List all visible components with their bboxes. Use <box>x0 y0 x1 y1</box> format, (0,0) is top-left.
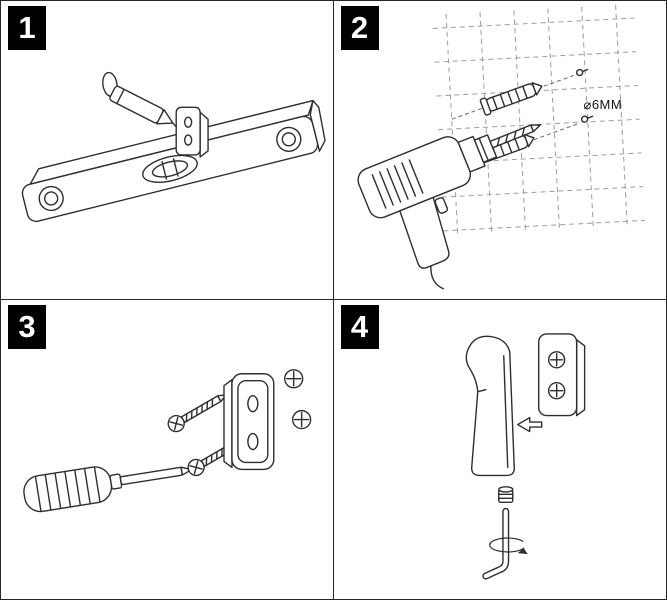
pencil-icon <box>102 71 178 128</box>
wall-bracket-icon <box>175 106 209 158</box>
set-screw-icon <box>497 486 513 504</box>
step3-illustration <box>23 369 312 513</box>
step2-illustration <box>356 5 645 290</box>
hook-icon <box>465 335 515 477</box>
step-number: 3 <box>18 309 36 344</box>
wall-bracket-icon <box>537 333 585 417</box>
step1-illustration <box>21 71 326 223</box>
allen-key-icon <box>481 507 509 580</box>
screw-icon <box>167 393 227 433</box>
step-number: 1 <box>18 10 36 45</box>
step4-illustration <box>465 333 585 580</box>
direction-arrow-icon <box>516 416 542 433</box>
panel-step-4: 4 <box>333 300 666 599</box>
screw-point-icon <box>580 115 593 123</box>
drill-diameter-label: ⌀6MM <box>583 97 623 112</box>
panel-step-2: 2 ⌀6MM <box>333 1 666 300</box>
screw-point-icon <box>575 68 588 77</box>
step-number: 2 <box>350 10 369 45</box>
step-number-badge: 3 <box>8 305 46 349</box>
spirit-level-icon <box>21 99 326 223</box>
panel-step-1: 1 <box>1 1 334 300</box>
power-drill-icon <box>356 124 541 290</box>
panel-step-3: 3 <box>1 300 334 599</box>
tile-wall-grid <box>432 5 645 237</box>
screwdriver-icon <box>23 466 193 513</box>
step-number-badge: 1 <box>8 6 46 50</box>
step-number: 4 <box>350 309 369 344</box>
rotation-arrow-icon <box>488 537 528 555</box>
wall-anchor-icon <box>479 82 543 116</box>
screw-head-icon <box>284 369 304 389</box>
step-number-badge: 2 <box>340 6 379 50</box>
wall-bracket-icon <box>223 373 275 471</box>
step-number-badge: 4 <box>340 305 379 349</box>
screw-head-icon <box>291 409 312 430</box>
